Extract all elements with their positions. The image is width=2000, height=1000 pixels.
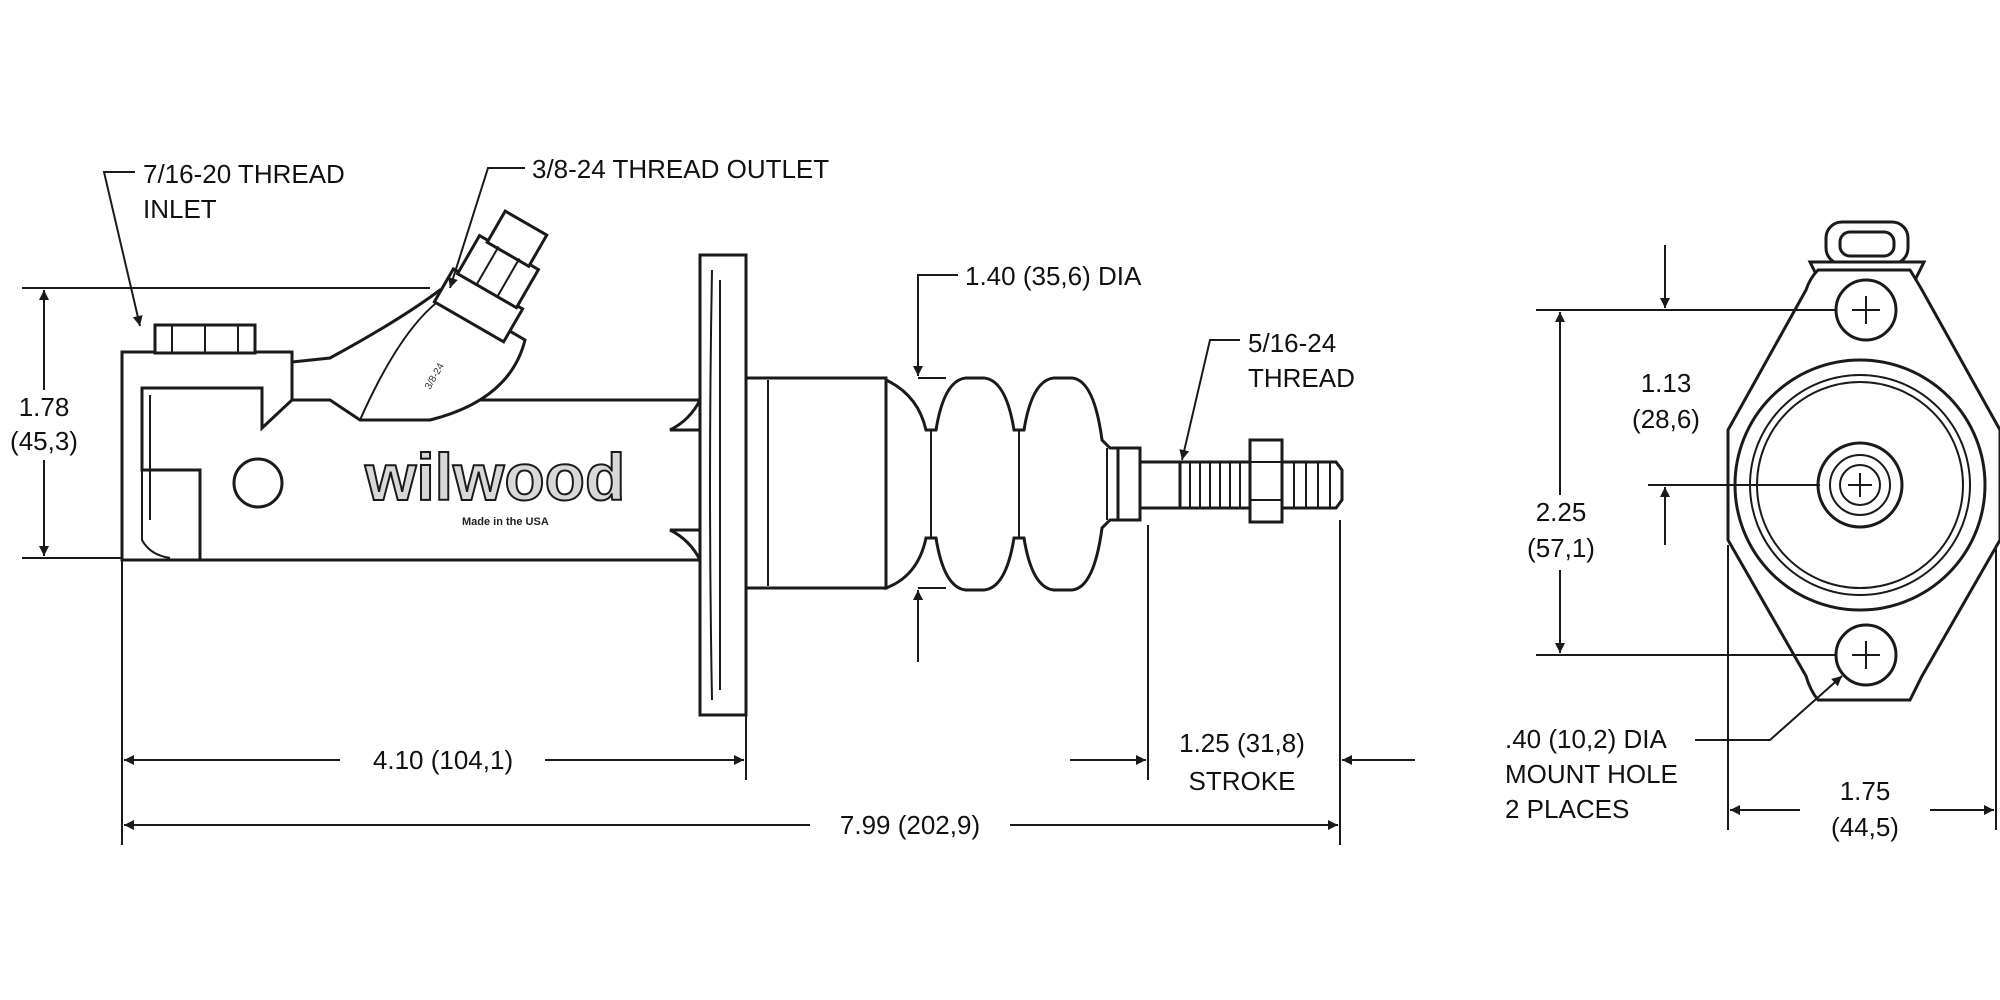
height-metric-label: (45,3)	[10, 426, 78, 456]
mount-hole-count-label: 2 PLACES	[1505, 794, 1629, 824]
jam-nut	[1248, 438, 1284, 524]
mount-hole-label: MOUNT HOLE	[1505, 759, 1678, 789]
mount-hole-callout: .40 (10,2) DIA MOUNT HOLE 2 PLACES	[1505, 675, 1843, 824]
inlet-cap	[153, 323, 257, 355]
boot-diameter-label: 1.40 (35,6) DIA	[965, 261, 1142, 291]
stroke-dimension: 1.25 (31,8) STROKE	[1070, 728, 1415, 796]
overall-length-label: 7.99 (202,9)	[840, 810, 980, 840]
flange-length-label: 4.10 (104,1)	[373, 745, 513, 775]
height-dimension: 1.78 (45,3)	[10, 287, 430, 559]
plate-width-label: 1.75	[1840, 776, 1891, 806]
stroke-label-2: STROKE	[1189, 766, 1296, 796]
plate-width-dimension: 1.75 (44,5)	[1727, 545, 1997, 842]
inlet-thread-label: 7/16-20 THREAD	[143, 159, 345, 189]
outlet-callout: 3/8-24 THREAD OUTLET	[448, 154, 829, 289]
wilwood-logo: wilwood	[364, 440, 625, 514]
center-height-label: 1.13	[1641, 368, 1692, 398]
outlet-label: 3/8-24 THREAD OUTLET	[532, 154, 829, 184]
overall-length-dimension: 7.99 (202,9)	[124, 810, 1338, 840]
mount-hole-dia-label: .40 (10,2) DIA	[1505, 724, 1668, 754]
hole-spacing-label: 2.25	[1536, 497, 1587, 527]
side-view: 3/8-24 wilwood Made in the USA	[10, 154, 1415, 845]
pushrod-boot	[744, 376, 1120, 592]
upper-mount-hole	[1834, 278, 1898, 342]
center-height-metric-label: (28,6)	[1632, 404, 1700, 434]
boot-diameter-dimension: 1.40 (35,6) DIA	[913, 261, 1142, 662]
master-cylinder-body: 3/8-24	[120, 288, 702, 562]
rod-thread-callout: 5/16-24 THREAD	[1179, 328, 1355, 461]
plate-width-metric-label: (44,5)	[1831, 812, 1899, 842]
lower-mount-hole	[1834, 623, 1898, 687]
rod-thread-label-2: THREAD	[1248, 363, 1355, 393]
hole-spacing-dimension: 2.25 (57,1)	[1527, 312, 1595, 653]
inlet-callout: 7/16-20 THREAD INLET	[102, 159, 345, 327]
center-height-dimension: 1.13 (28,6)	[1632, 245, 1700, 545]
push-rod	[1116, 438, 1344, 524]
mounting-flange	[669, 253, 748, 717]
stroke-label: 1.25 (31,8)	[1179, 728, 1305, 758]
body-hole	[232, 457, 284, 509]
height-label: 1.78	[19, 392, 70, 422]
cylinder-boss	[1733, 358, 1987, 612]
rod-thread-label: 5/16-24	[1248, 328, 1336, 358]
inlet-label: INLET	[143, 194, 217, 224]
made-in-usa-text: Made in the USA	[462, 516, 549, 528]
hole-spacing-metric-label: (57,1)	[1527, 533, 1595, 563]
end-view: 1.13 (28,6) 2.25 (57,1) .40 (10,2) DIA M…	[1505, 220, 2000, 842]
flange-length-dimension: 4.10 (104,1)	[124, 745, 744, 775]
